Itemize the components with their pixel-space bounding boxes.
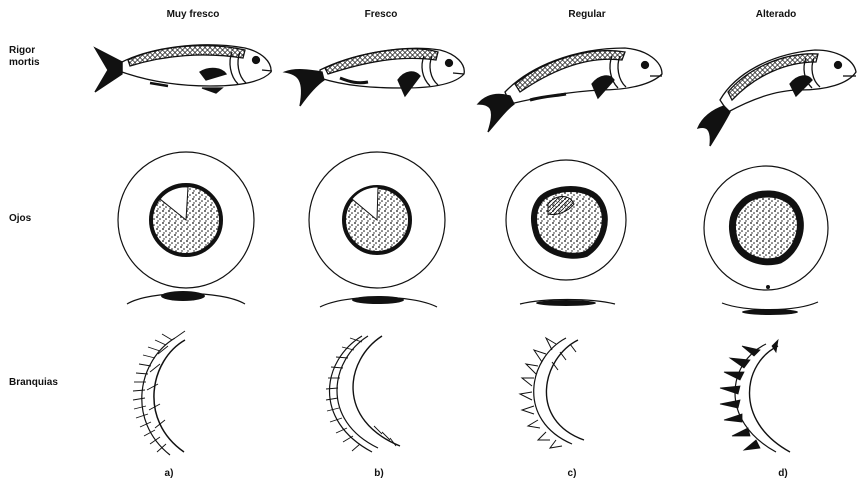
gill-regular	[520, 338, 584, 448]
fish-very-fresh	[95, 45, 272, 93]
fish-regular	[478, 48, 662, 132]
eye-regular	[506, 160, 626, 306]
eye-fresh	[309, 152, 445, 307]
gill-fresh	[326, 336, 400, 452]
gill-very-fresh	[133, 331, 185, 455]
eye-altered	[704, 166, 828, 315]
fish-altered	[698, 50, 856, 146]
gill-altered	[720, 340, 790, 452]
fish-fresh	[285, 48, 464, 106]
eye-very-fresh	[118, 152, 254, 304]
